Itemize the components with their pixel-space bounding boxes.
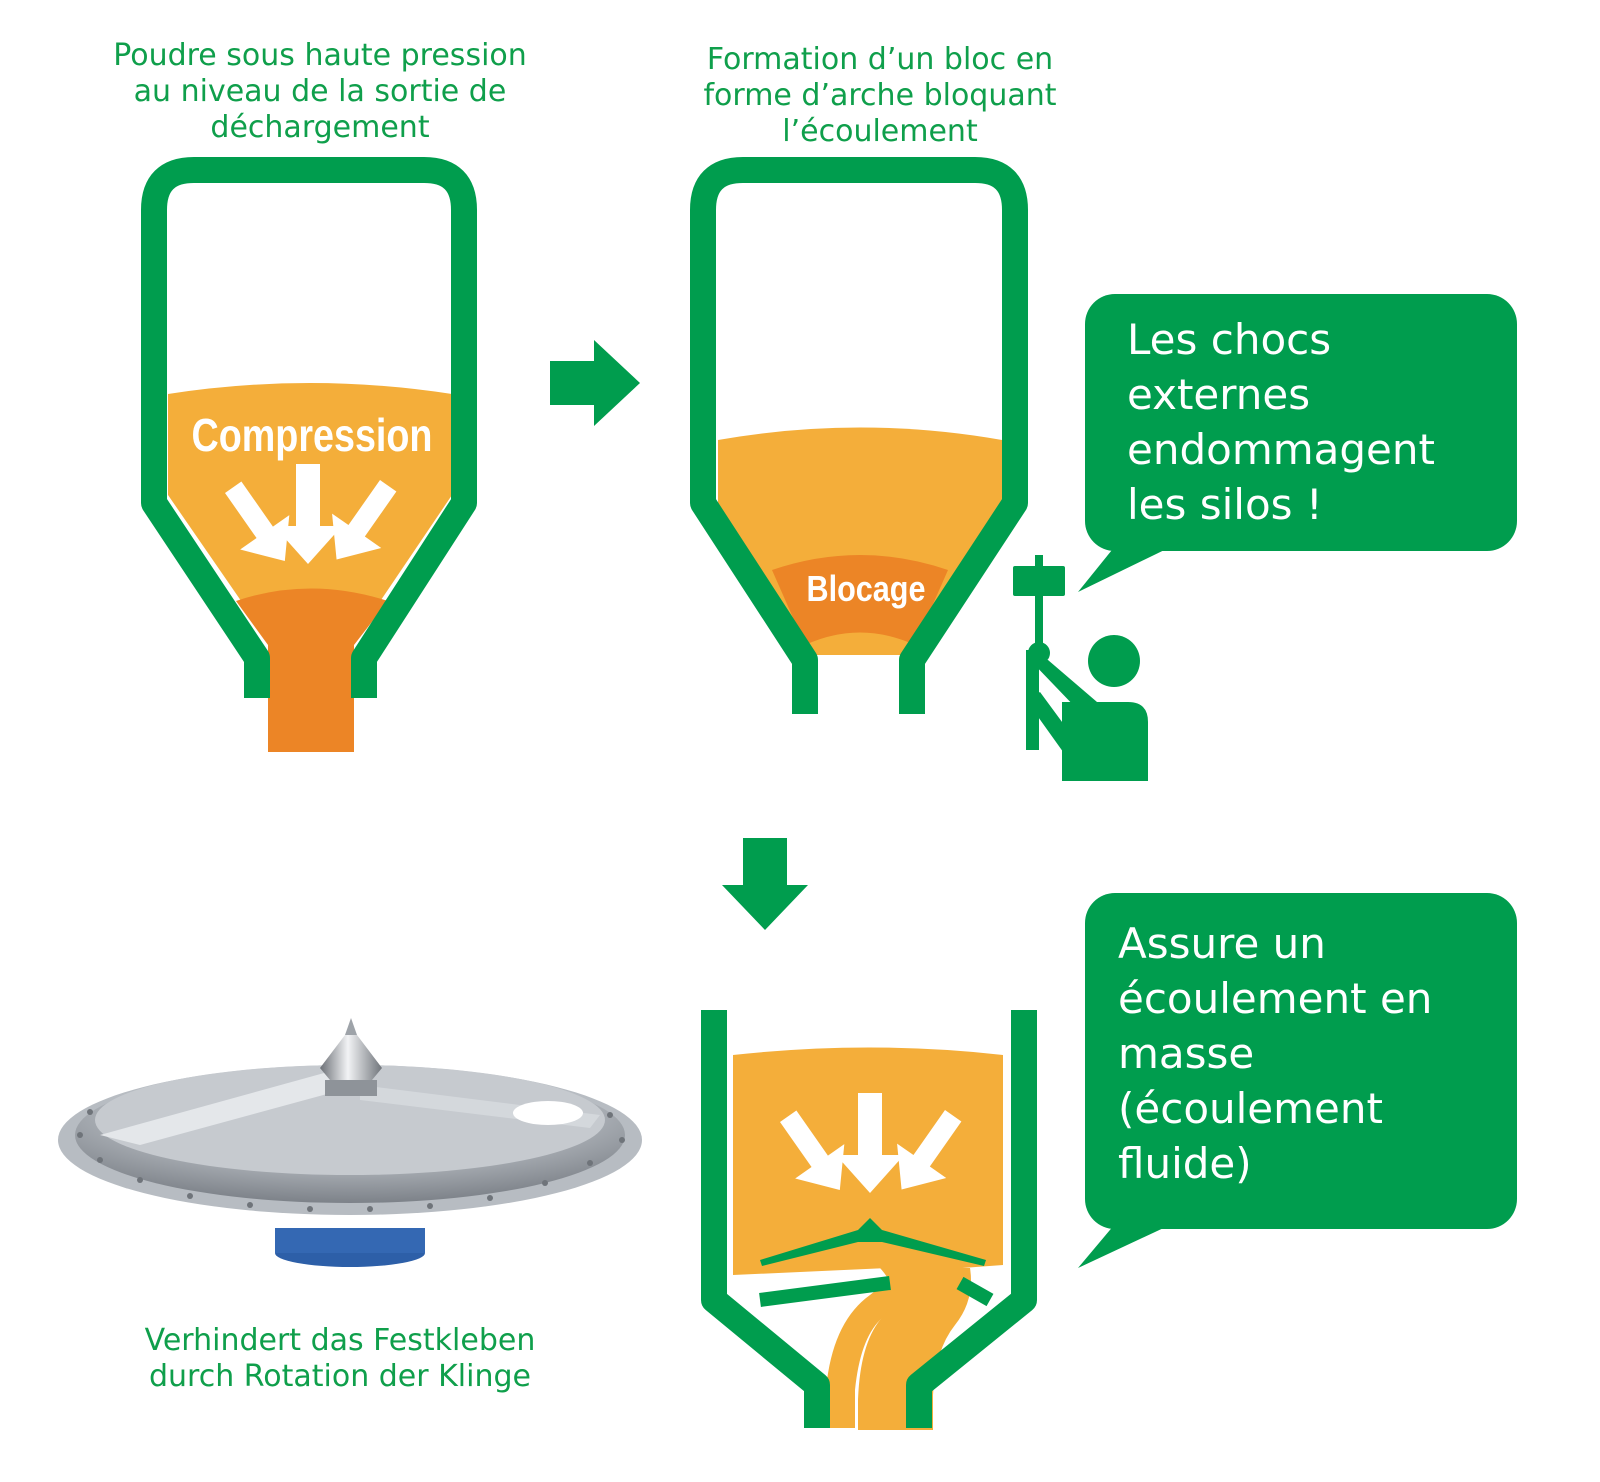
caption-line: au niveau de la sortie de	[133, 74, 507, 109]
caption-line: déchargement	[210, 110, 430, 145]
compressed-zone	[236, 588, 388, 752]
bubble-bottom-text: Assure un écoulement en masse (écoulemen…	[1118, 916, 1432, 1191]
silo-blockage	[690, 157, 1028, 714]
bubble-line: masse	[1118, 1029, 1255, 1078]
arrow-down-icon	[274, 464, 342, 564]
caption-line: Formation d’un bloc en	[706, 42, 1054, 77]
speech-bubble-bottom	[1078, 893, 1517, 1268]
product-caption: Verhindert das Festkleben durch Rotation…	[120, 1323, 560, 1395]
silo-mass-flow	[701, 1010, 1037, 1430]
arrow-down-right-icon	[332, 480, 397, 560]
bubble-line: Les chocs	[1127, 315, 1332, 364]
compression-label: Compression	[192, 409, 433, 460]
panel1-caption: Poudre sous haute pression au niveau de …	[100, 38, 540, 146]
caption-line: forme d’arche bloquant	[703, 78, 1057, 113]
arrow-right-icon	[550, 340, 640, 426]
bubble-line: (écoulement	[1118, 1084, 1383, 1133]
arrow-down-left-icon	[225, 481, 290, 561]
caption-line: Verhindert das Festkleben	[144, 1323, 536, 1358]
flow-stream	[858, 1268, 971, 1430]
arrow-down-left-icon	[780, 1110, 845, 1190]
bubble-line: endommagent	[1127, 425, 1435, 474]
bubble-line: externes	[1127, 370, 1311, 419]
caption-line: durch Rotation der Klinge	[148, 1359, 531, 1394]
bubble-line: écoulement en	[1118, 974, 1433, 1023]
arrow-down-icon	[836, 1093, 904, 1193]
arrow-down-right-icon	[897, 1110, 962, 1190]
blockage-label: Blocage	[807, 570, 926, 610]
arrow-down-icon	[722, 838, 808, 930]
hammer-worker-icon	[1013, 555, 1148, 781]
panel2-caption: Formation d’un bloc en forme d’arche blo…	[660, 42, 1100, 150]
bubble-top-text: Les chocs externes endommagent les silos…	[1127, 312, 1435, 532]
silo-compression	[141, 157, 477, 752]
bubble-line: les silos !	[1127, 480, 1323, 529]
bubble-line: Assure un	[1118, 919, 1326, 968]
silo-wall	[141, 157, 477, 698]
caption-line: l’écoulement	[782, 114, 978, 149]
caption-line: Poudre sous haute pression	[113, 38, 527, 73]
discharger-product-image	[58, 1018, 642, 1267]
flow-arrows	[780, 1093, 962, 1193]
silo-wall	[690, 157, 1028, 714]
bubble-line: fluide)	[1118, 1139, 1252, 1188]
blockage-arch	[772, 555, 948, 645]
rotating-blade	[760, 1218, 986, 1266]
silo-wall	[701, 1010, 1037, 1428]
compression-arrows	[225, 464, 397, 564]
speech-bubble-top	[1078, 294, 1517, 592]
